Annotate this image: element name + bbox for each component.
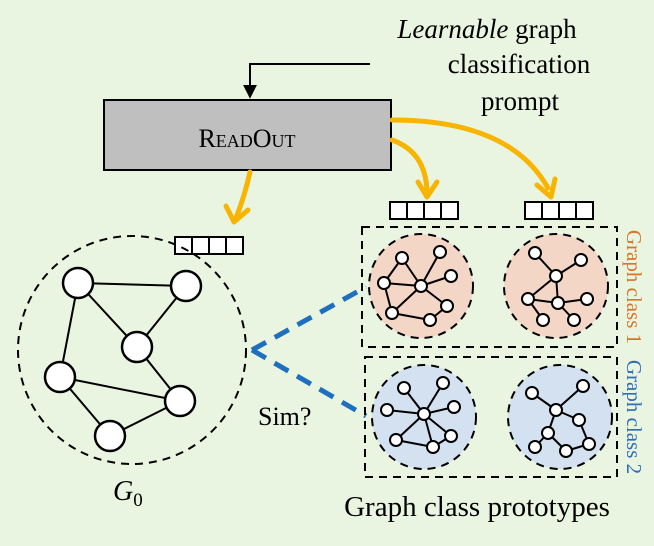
g0-graph-edges <box>59 282 187 437</box>
embedding-vector-class1 <box>389 201 459 220</box>
readout-to-g0-arrowhead <box>223 203 251 225</box>
class2-prototype-b <box>507 364 613 470</box>
similarity-label: Sim? <box>258 402 311 431</box>
class1-group-box <box>361 226 618 348</box>
readout-to-class1-arrow <box>389 137 430 195</box>
g0-label: G0 <box>113 476 143 511</box>
readout-box <box>103 99 392 171</box>
embedding-vector-class2 <box>524 201 594 220</box>
similarity-line-class1 <box>250 284 368 353</box>
prompt-text-line3: prompt <box>481 86 559 116</box>
class2-group-box <box>364 356 618 478</box>
prompt-text-line1: Learnable graph <box>396 14 577 44</box>
readout-to-class1-arrowhead <box>415 179 440 200</box>
readout-label: ReadOut <box>198 124 295 153</box>
class2-label: Graph class 2 <box>622 360 646 474</box>
class2-prototype-a <box>371 364 477 470</box>
embedding-vector-g0 <box>174 236 244 255</box>
g0-graph-boundary <box>17 235 247 465</box>
prompt-input-arrow <box>243 63 370 99</box>
readout-to-class2-arrow <box>389 117 551 191</box>
prompt-text-line2: classification <box>448 49 591 79</box>
similarity-line-class2 <box>250 347 368 419</box>
readout-to-class2-arrowhead <box>534 176 558 200</box>
class1-prototype-b <box>503 233 609 339</box>
readout-to-g0-arrow <box>233 169 253 221</box>
class1-prototype-a <box>368 233 474 339</box>
g0-graph-nodes <box>43 266 203 453</box>
prototypes-caption: Graph class prototypes <box>344 491 610 523</box>
class1-label: Graph class 1 <box>622 230 646 344</box>
